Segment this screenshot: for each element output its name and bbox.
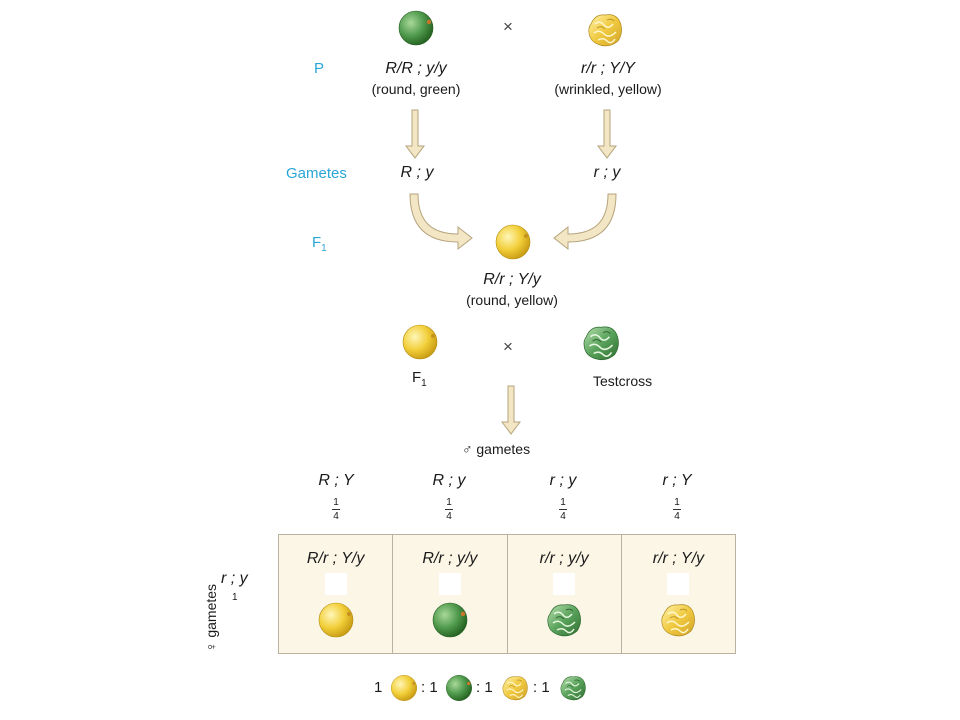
gamete-right-genotype: r ; y [593,164,621,181]
testcross-symbol: × [503,337,513,356]
punnett-cell: R/r ; Y/y [279,535,394,653]
parent-left-phenotype: (round, green) [371,81,461,97]
ratio-round-green-pea-icon [445,674,473,702]
f1-genotype: R/r ; Y/y [483,271,541,288]
testcross-wrinkled-green-pea-icon [583,326,620,361]
offspring-genotype: r/r ; y/y [539,550,589,567]
parent-left-genotype: R/R ; y/y [385,60,447,77]
female-gamete-genotype: r ; y [221,570,248,587]
gamete-left-genotype: R ; y [400,164,434,181]
arrow-down-testcross-icon [501,385,521,435]
ratio-number: : 1 [421,679,438,696]
f1-parent-pea-icon [402,324,438,360]
gametes-label: Gametes [286,165,347,182]
ratio-wrinkled-green-pea-icon [560,675,587,701]
wrinkled-yellow-pea-icon [661,603,696,637]
male-gamete-genotype: R ; Y [318,472,354,489]
f1-round-yellow-pea-icon [495,224,531,260]
wrinkled-yellow-pea-icon [588,13,623,47]
curved-arrow-left-icon [409,193,473,251]
f1-phenotype: (round, yellow) [466,292,558,308]
ratio-number: : 1 [533,679,550,696]
parent-right-genotype: r/r ; Y/Y [581,60,635,77]
testcross-f1-label: F1 [412,369,427,389]
male-gamete-genotype: r ; Y [662,472,692,489]
p-generation-label: P [314,60,325,77]
arrow-down-left-icon [405,109,425,159]
round-green-pea-icon [432,602,468,638]
offspring-genotype: R/r ; y/y [422,550,478,567]
round-yellow-pea-icon [318,602,354,638]
round-green-pea-icon [398,10,434,46]
male-gametes-title: ♂ gametes [462,441,531,457]
male-gamete-genotype: r ; y [549,472,577,489]
cross-symbol: × [503,17,513,36]
punnett-cell: r/r ; Y/y [622,535,735,653]
parent-right-phenotype: (wrinkled, yellow) [554,81,662,97]
testcross-label: Testcross [593,373,653,389]
ratio-wrinkled-yellow-pea-icon [502,675,529,701]
wrinkled-green-pea-icon [547,603,582,637]
arrow-down-right-icon [597,109,617,159]
female-gamete-fraction: 1 [232,592,238,603]
punnett-cell: r/r ; y/y [508,535,622,653]
punnett-cell: R/r ; y/y [393,535,508,653]
f1-label: F1 [312,234,327,254]
male-gamete-genotype: R ; y [432,472,466,489]
offspring-genotype: R/r ; Y/y [306,550,365,567]
ratio-number: 1 [374,679,383,696]
ratio-round-yellow-pea-icon [390,674,418,702]
offspring-genotype: r/r ; Y/y [652,550,705,567]
ratio-number: : 1 [476,679,493,696]
punnett-square: R/r ; Y/y R/r ; y/y r/r ; y/y r/r ; Y/y [278,534,736,654]
curved-arrow-right-icon [553,193,617,251]
female-gametes-title: ♀ gametes [203,583,219,653]
